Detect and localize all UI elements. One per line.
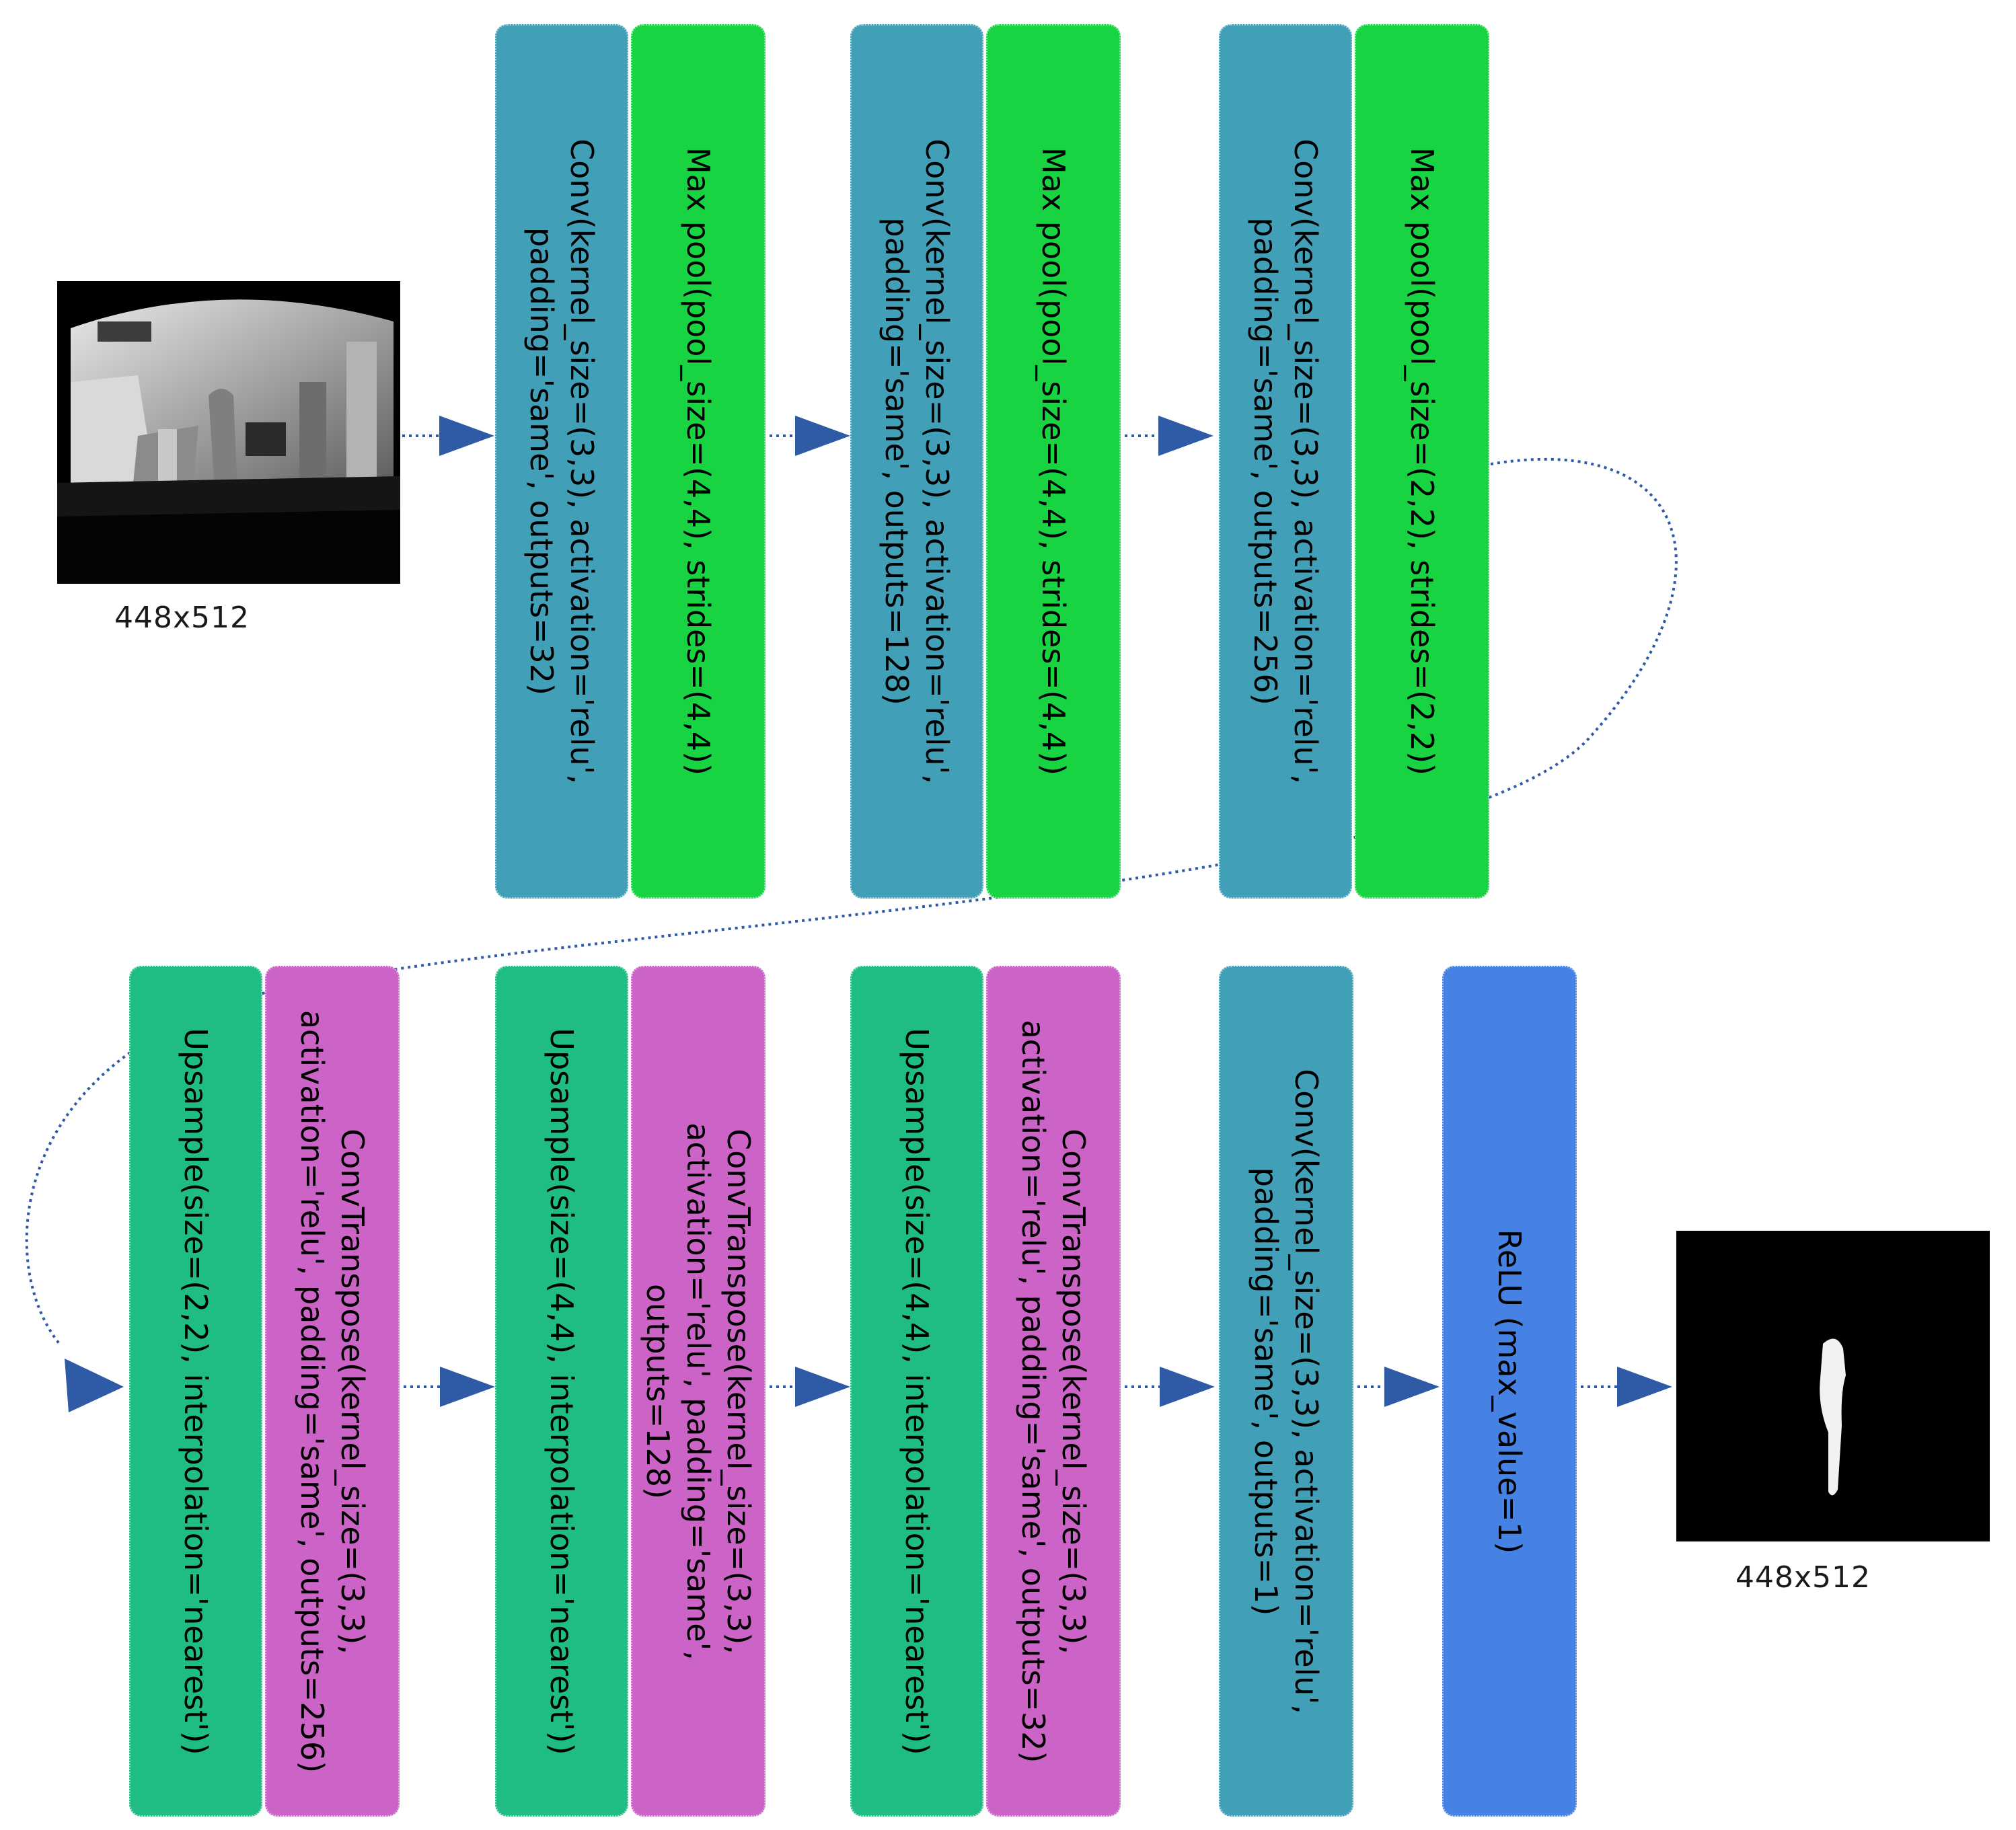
arrow-head xyxy=(440,1367,495,1407)
decoder-conv-output: Conv(kernel_size=(3,3), activation='relu… xyxy=(1219,966,1353,1817)
layer-label: ConvTranspose(kernel_size=(3,3), activat… xyxy=(294,1009,371,1773)
arrow-head xyxy=(1158,416,1214,456)
decoder-upsample-1: Upsample(size=(2,2), interpolation='near… xyxy=(129,966,262,1817)
layer-label: ConvTranspose(kernel_size=(3,3), activat… xyxy=(640,1122,757,1661)
arrow-head xyxy=(65,1359,124,1412)
layer-label: ReLU (max_value=1) xyxy=(1491,1229,1528,1554)
decoder-upsample-2: Upsample(size=(4,4), interpolation='near… xyxy=(495,966,628,1817)
layer-label: Conv(kernel_size=(3,3), activation='relu… xyxy=(1248,1068,1324,1714)
layer-label: Conv(kernel_size=(3,3), activation='relu… xyxy=(523,139,600,784)
input-depth-image xyxy=(57,281,400,584)
layer-label: Conv(kernel_size=(3,3), activation='relu… xyxy=(1247,139,1324,784)
layer-label: Max pool(pool_size=(4,4), strides=(4,4)) xyxy=(680,147,716,775)
encoder-conv-1: Conv(kernel_size=(3,3), activation='relu… xyxy=(495,24,628,899)
arrow-head xyxy=(1160,1367,1215,1407)
layer-label: Upsample(size=(2,2), interpolation='near… xyxy=(178,1027,214,1755)
layer-label: Max pool(pool_size=(2,2), strides=(2,2)) xyxy=(1404,147,1440,775)
decoder-relu: ReLU (max_value=1) xyxy=(1442,966,1577,1817)
encoder-conv-3: Conv(kernel_size=(3,3), activation='relu… xyxy=(1219,24,1352,899)
layer-label: Upsample(size=(4,4), interpolation='near… xyxy=(899,1027,935,1755)
input-size-caption: 448x512 xyxy=(114,601,250,635)
layer-label: ConvTranspose(kernel_size=(3,3), activat… xyxy=(1015,1019,1092,1763)
layer-label: Conv(kernel_size=(3,3), activation='relu… xyxy=(879,139,955,784)
decoder-upsample-3: Upsample(size=(4,4), interpolation='near… xyxy=(850,966,983,1817)
encoder-maxpool-2: Max pool(pool_size=(4,4), strides=(4,4)) xyxy=(986,24,1121,899)
arrow-head xyxy=(1617,1367,1672,1407)
encoder-maxpool-3: Max pool(pool_size=(2,2), strides=(2,2)) xyxy=(1355,24,1489,899)
arrow-head xyxy=(1384,1367,1440,1407)
layer-label: Max pool(pool_size=(4,4), strides=(4,4)) xyxy=(1035,147,1072,775)
arrow-head xyxy=(439,416,494,456)
encoder-conv-2: Conv(kernel_size=(3,3), activation='relu… xyxy=(850,24,983,899)
arrow-head xyxy=(795,1367,850,1407)
layer-label: Upsample(size=(4,4), interpolation='near… xyxy=(544,1027,580,1755)
output-size-caption: 448x512 xyxy=(1735,1560,1871,1595)
encoder-maxpool-1: Max pool(pool_size=(4,4), strides=(4,4)) xyxy=(631,24,766,899)
decoder-convtranspose-2: ConvTranspose(kernel_size=(3,3), activat… xyxy=(631,966,766,1817)
decoder-convtranspose-1: ConvTranspose(kernel_size=(3,3), activat… xyxy=(265,966,400,1817)
arrow-head xyxy=(795,416,850,456)
decoder-convtranspose-3: ConvTranspose(kernel_size=(3,3), activat… xyxy=(986,966,1121,1817)
output-mask-image xyxy=(1676,1231,1990,1541)
